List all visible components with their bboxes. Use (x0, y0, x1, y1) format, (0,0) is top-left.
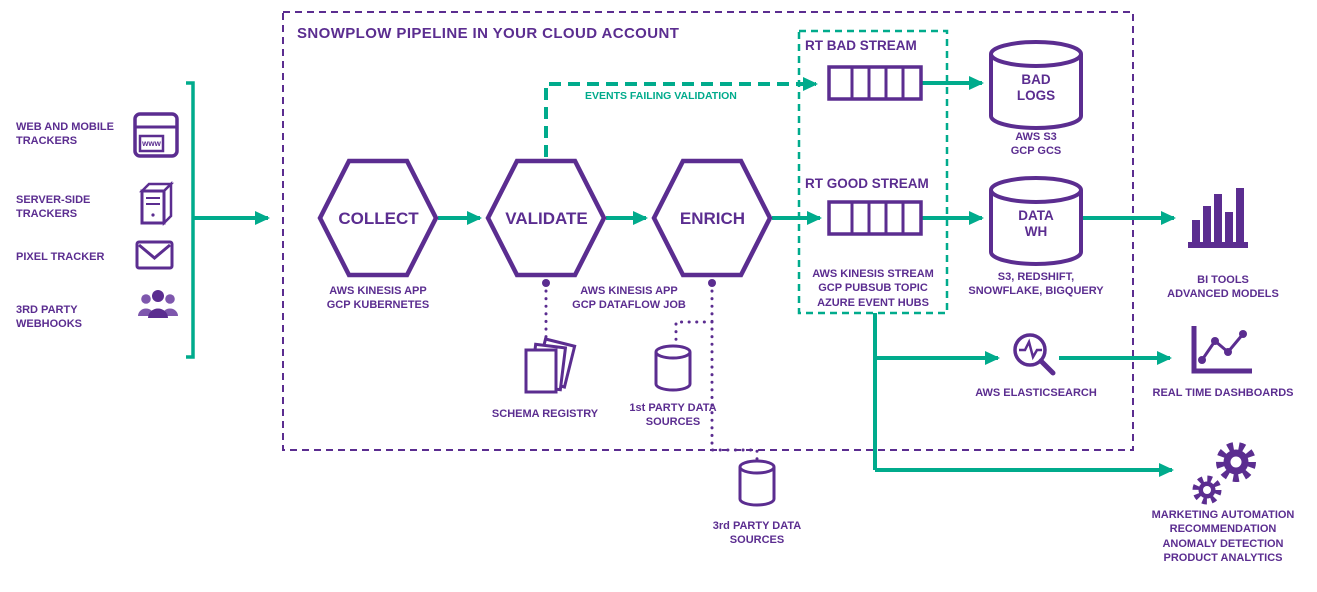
label-web-mobile-trackers: WEB AND MOBILE TRACKERS (16, 121, 114, 148)
data-warehouse-tech-label: S3, REDSHIFT, SNOWFLAKE, BIGQUERY (968, 271, 1104, 298)
events-failing-validation-label: EVENTS FAILING VALIDATION (585, 90, 737, 102)
sources-bracket (186, 81, 195, 359)
collect-tech-label: AWS KINESIS APP GCP KUBERNETES (326, 285, 430, 312)
label-pixel-tracker: PIXEL TRACKER (16, 251, 105, 263)
search-pulse-icon (1013, 333, 1056, 376)
browser-icon (133, 112, 179, 158)
data-warehouse-database-icon (989, 176, 1083, 266)
validate-hexagon (485, 158, 607, 278)
elasticsearch-label: AWS ELASTICSEARCH (975, 387, 1097, 399)
connector-dots (542, 279, 716, 287)
bad-logs-database-icon (989, 40, 1083, 130)
label-server-side-trackers: SERVER-SIDE TRACKERS (16, 194, 91, 221)
server-icon (138, 180, 175, 227)
rt-good-stream-label: RT GOOD STREAM (805, 176, 929, 191)
bar-chart-icon (1188, 188, 1248, 248)
label-third-party-webhooks: 3RD PARTY WEBHOOKS (16, 304, 82, 331)
documents-icon (524, 337, 577, 394)
gears-icon (1192, 442, 1256, 505)
dotted-connectors (544, 289, 759, 461)
first-party-data-label: 1st PARTY DATA SOURCES (629, 402, 717, 429)
envelope-icon (135, 240, 174, 270)
flow-arrows (193, 76, 1176, 477)
bad-logs-label: BAD LOGS (1016, 72, 1056, 103)
ml-use-cases-label: MARKETING AUTOMATION RECOMMENDATION ANOM… (1151, 509, 1295, 564)
first-party-database-icon (654, 344, 692, 392)
pipeline-boundary-box (282, 11, 1134, 451)
validate-enrich-tech-label: AWS KINESIS APP GCP DATAFLOW JOB (572, 285, 686, 312)
diagram-title: SNOWPLOW PIPELINE IN YOUR CLOUD ACCOUNT (297, 25, 680, 42)
enrich-hexagon (651, 158, 773, 278)
line-chart-icon (1191, 326, 1252, 374)
third-party-database-icon (738, 459, 776, 507)
schema-registry-label: SCHEMA REGISTRY (491, 408, 599, 420)
www-badge: www (142, 139, 161, 148)
streams-tech-label: AWS KINESIS STREAM GCP PUBSUB TOPIC AZUR… (812, 268, 934, 309)
enrich-step-label: ENRICH (679, 209, 746, 228)
bad-logs-tech-label: AWS S3 GCP GCS (1010, 131, 1062, 158)
failed-events-flow (544, 77, 818, 157)
data-warehouse-label: DATA WH (1018, 208, 1054, 239)
rt-bad-stream-label: RT BAD STREAM (805, 38, 917, 53)
people-icon (138, 290, 178, 318)
bi-tools-label: BI TOOLS ADVANCED MODELS (1167, 274, 1279, 301)
validate-step-label: VALIDATE (505, 209, 588, 228)
third-party-data-label: 3rd PARTY DATA SOURCES (712, 520, 802, 547)
collect-hexagon (317, 158, 439, 278)
collect-step-label: COLLECT (338, 209, 419, 228)
realtime-dashboards-label: REAL TIME DASHBOARDS (1152, 387, 1294, 399)
good-stream-queue-icon (827, 200, 923, 236)
bad-stream-queue-icon (827, 65, 923, 101)
